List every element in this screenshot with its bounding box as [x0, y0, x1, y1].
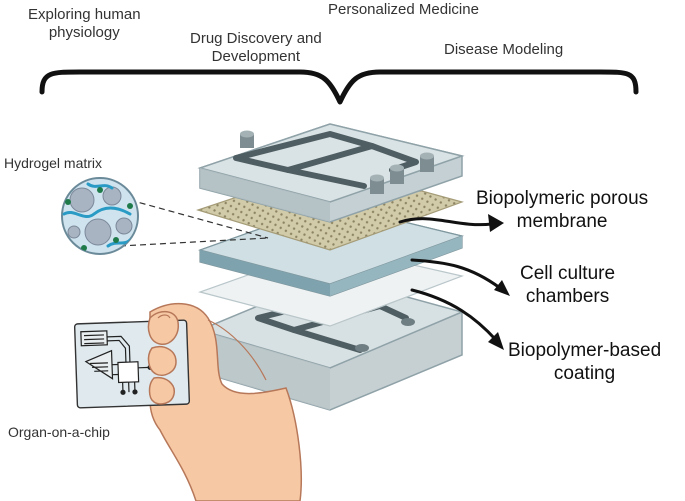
hydrogel-circle [61, 177, 269, 255]
label-organ-chip-text: Organ-on-a-chip [8, 424, 110, 440]
label-chambers-line2: chambers [525, 285, 610, 307]
label-exploring-line1: Exploring human [28, 6, 141, 23]
top-layer [197, 123, 465, 223]
label-hydrogel-matrix: Hydrogel matrix [4, 155, 102, 172]
label-chambers-line1: Cell culture [520, 263, 616, 284]
label-personalized-medicine: Personalized Medicine [328, 1, 479, 19]
label-membrane-line1: Biopolymeric porous [476, 188, 649, 209]
label-organ-on-a-chip: Organ-on-a-chip [8, 424, 110, 441]
arrow-heads [488, 214, 510, 350]
label-exploring-physiology: Exploring human physiology [28, 6, 141, 42]
label-membrane-line2: membrane [516, 210, 608, 232]
hand-holding-chip [73, 302, 302, 501]
label-exploring-line2: physiology [48, 24, 120, 41]
label-personalized-text: Personalized Medicine [328, 1, 479, 18]
label-hydrogel-text: Hydrogel matrix [4, 155, 103, 171]
label-drug-discovery: Drug Discovery and Development [190, 30, 322, 66]
label-coating-line1: Biopolymer-based [508, 340, 662, 361]
curly-bracket [39, 69, 639, 105]
label-biopolymer-coating: Biopolymer-based coating [508, 340, 661, 386]
label-coating-line2: coating [553, 362, 616, 384]
label-drug-line2: Development [211, 48, 301, 65]
label-arrows [398, 217, 502, 342]
label-drug-line1: Drug Discovery and [190, 30, 322, 47]
label-cell-culture-chambers: Cell culture chambers [520, 263, 615, 309]
label-disease-text: Disease Modeling [444, 41, 564, 58]
label-disease-modeling: Disease Modeling [444, 41, 563, 59]
label-porous-membrane: Biopolymeric porous membrane [476, 188, 648, 234]
